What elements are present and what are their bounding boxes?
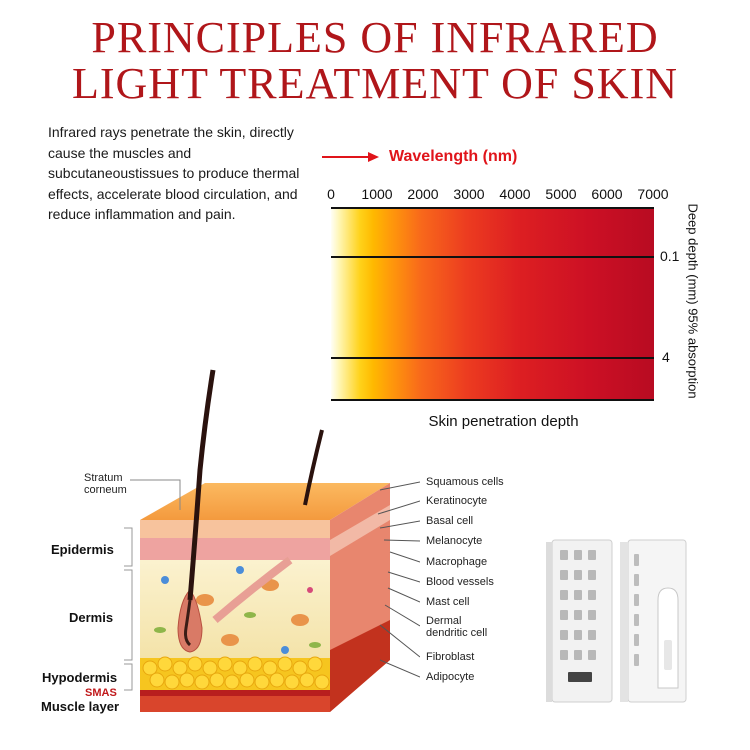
melanocyte-label: Melanocyte xyxy=(426,535,483,547)
depth-line-0-1 xyxy=(331,256,654,258)
depth-value: 4 xyxy=(662,349,670,365)
wavelength-tick: 1000 xyxy=(361,186,393,202)
depth-line-4 xyxy=(331,357,654,359)
muscle-layer-label: Muscle layer xyxy=(41,699,120,714)
wavelength-tick: 2000 xyxy=(407,186,439,202)
page-title-line2: LIGHT TREATMENT OF SKIN xyxy=(71,59,679,108)
epidermis-label: Epidermis xyxy=(51,542,114,557)
penetration-gradient xyxy=(331,208,654,400)
page-title-line1: PRINCIPLES OF INFRARED xyxy=(91,13,659,62)
keratinocyte-label: Keratinocyte xyxy=(426,495,488,507)
depth-axis-label: Deep depth (mm) 95% absorption xyxy=(685,190,701,412)
hypodermis-label: Hypodermis xyxy=(42,670,118,685)
wavelength-tick: 7000 xyxy=(637,186,669,202)
penetration-label: Skin penetration depth xyxy=(428,413,579,430)
depth-line-top xyxy=(331,207,654,209)
wavelength-tick: 5000 xyxy=(545,186,577,202)
basal-cell-label: Basal cell xyxy=(426,515,474,527)
adipocyte-label: Adipocyte xyxy=(426,671,475,683)
arrow-right-icon xyxy=(322,152,379,162)
wavelength-tick: 6000 xyxy=(591,186,623,202)
smas-label: SMAS xyxy=(85,687,117,699)
macrophage-label: Macrophage xyxy=(426,556,488,568)
dermal-dendritic-cell-label: Dermal dendritic cell xyxy=(426,615,488,639)
stratum-corneum-label: Stratum corneum xyxy=(84,472,127,496)
fibroblast-label: Fibroblast xyxy=(426,651,475,663)
blood-vessels-label: Blood vessels xyxy=(426,576,494,588)
depth-value: 0.1 xyxy=(660,248,680,264)
mast-cell-label: Mast cell xyxy=(426,596,470,608)
wavelength-label: Wavelength (nm) xyxy=(389,148,518,165)
description-text: Infrared rays penetrate the skin, direct… xyxy=(48,124,300,222)
depth-line-bottom xyxy=(331,399,654,401)
wavelength-tick: 4000 xyxy=(499,186,531,202)
depth-axis-text: Deep depth (mm) 95% absorption xyxy=(685,203,701,399)
wavelength-tick: 0 xyxy=(327,186,335,202)
wavelength-tick: 3000 xyxy=(453,186,485,202)
skin-layers-illustration xyxy=(124,369,420,712)
dermis-label: Dermis xyxy=(69,610,114,625)
squamous-cells-label: Squamous cells xyxy=(426,476,504,488)
infrared-panel-device-image xyxy=(546,539,687,703)
